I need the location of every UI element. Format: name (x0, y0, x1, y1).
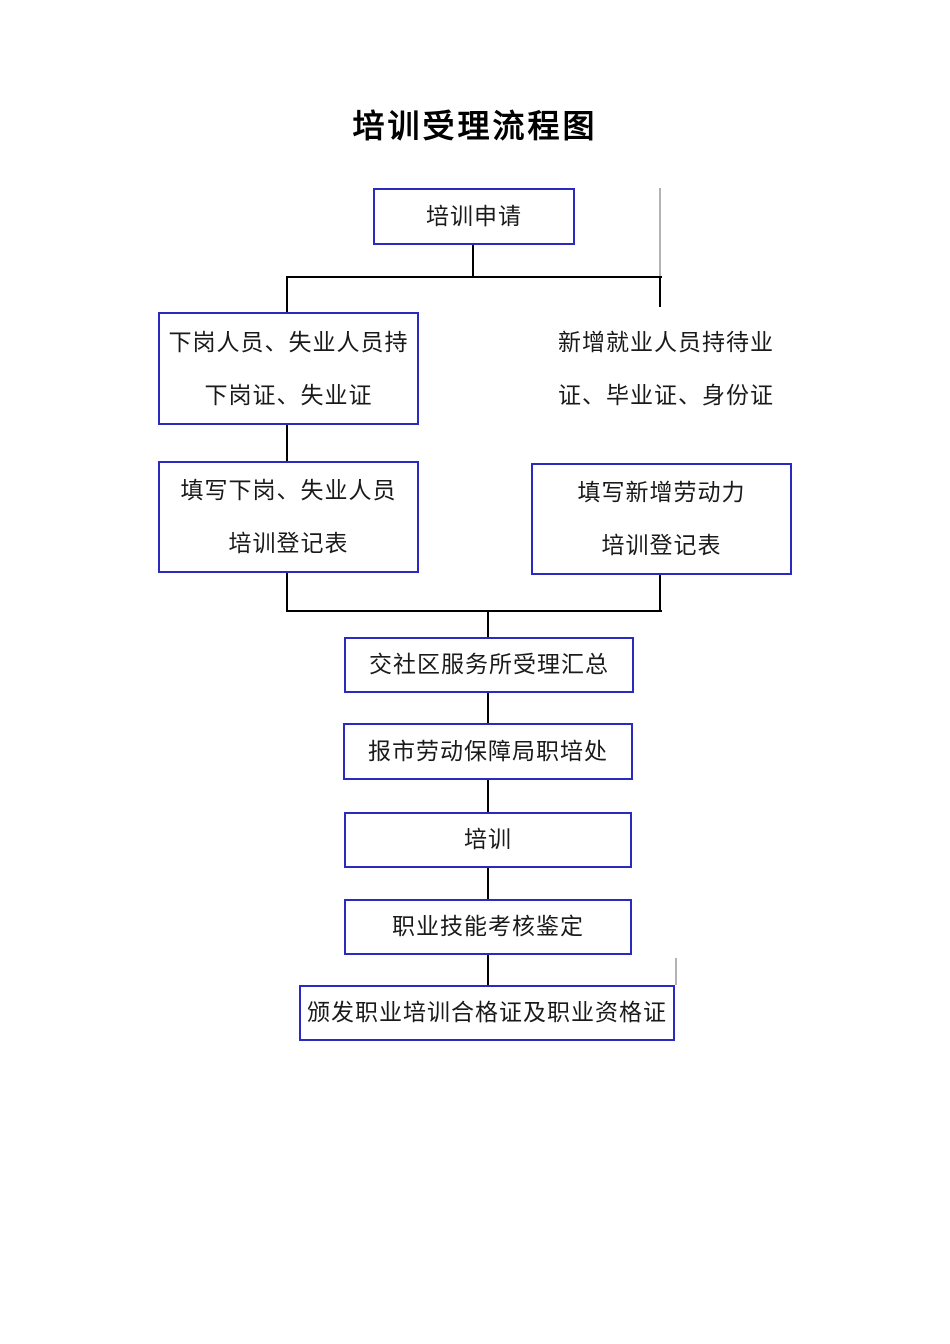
flow-node-laidoff-form-line1: 填写下岗、失业人员 (180, 478, 397, 503)
flow-node-certificates: 颁发职业培训合格证及职业资格证 (299, 985, 675, 1041)
flow-node-labor-bureau-label: 报市劳动保障局职培处 (368, 738, 608, 764)
connector-training-to-assessment (487, 868, 489, 899)
flow-node-laidoff-holders: 下岗人员、失业人员持 下岗证、失业证 (158, 312, 419, 425)
flow-node-apply-label: 培训申请 (426, 203, 522, 229)
flow-node-laidoff-holders-line2: 下岗证、失业证 (204, 382, 373, 408)
flow-node-laidoff-form: 填写下岗、失业人员 培训登记表 (158, 461, 419, 573)
connector-split-left-down (286, 276, 288, 312)
flow-node-apply: 培训申请 (373, 188, 575, 245)
connector-laidoff-to-form (286, 425, 288, 461)
flow-node-skill-assessment: 职业技能考核鉴定 (344, 899, 632, 955)
stray-gray-line-bottom-right (675, 958, 677, 985)
flow-node-new-employment-line1: 新增就业人员持待业 (558, 329, 774, 355)
flow-node-certificates-label: 颁发职业培训合格证及职业资格证 (307, 1000, 667, 1025)
connector-community-to-bureau (487, 693, 489, 723)
connector-merge-horizontal (286, 610, 662, 612)
flow-node-new-labor-form-line1: 填写新增劳动力 (577, 480, 746, 505)
connector-merge-to-community (487, 611, 489, 637)
flow-node-new-labor-form-line2: 培训登记表 (601, 533, 722, 558)
connector-bureau-to-training (487, 780, 489, 812)
flow-node-laidoff-holders-line1: 下岗人员、失业人员持 (168, 329, 409, 355)
flow-node-new-employment-holders: 新增就业人员持待业 证、毕业证、身份证 (558, 312, 788, 425)
stray-gray-line-top-right (659, 188, 661, 276)
flow-node-laidoff-form-line2: 培训登记表 (228, 531, 349, 556)
connector-left-to-merge (286, 573, 288, 611)
connector-apply-down (472, 245, 474, 277)
connector-right-to-merge (659, 575, 661, 611)
flow-node-labor-bureau: 报市劳动保障局职培处 (343, 723, 633, 780)
connector-split-right-down (659, 276, 661, 307)
connector-split-horizontal (286, 276, 662, 278)
flow-node-community-office-label: 交社区服务所受理汇总 (369, 652, 609, 677)
flow-node-training-label: 培训 (464, 827, 512, 852)
flow-node-new-labor-form: 填写新增劳动力 培训登记表 (531, 463, 792, 575)
flow-node-new-employment-line2: 证、毕业证、身份证 (558, 382, 774, 408)
flow-node-community-office: 交社区服务所受理汇总 (344, 637, 634, 693)
connector-assessment-to-certificates (487, 955, 489, 985)
flow-node-skill-assessment-label: 职业技能考核鉴定 (392, 914, 584, 939)
page-title: 培训受理流程图 (352, 108, 598, 144)
flow-node-training: 培训 (344, 812, 632, 868)
